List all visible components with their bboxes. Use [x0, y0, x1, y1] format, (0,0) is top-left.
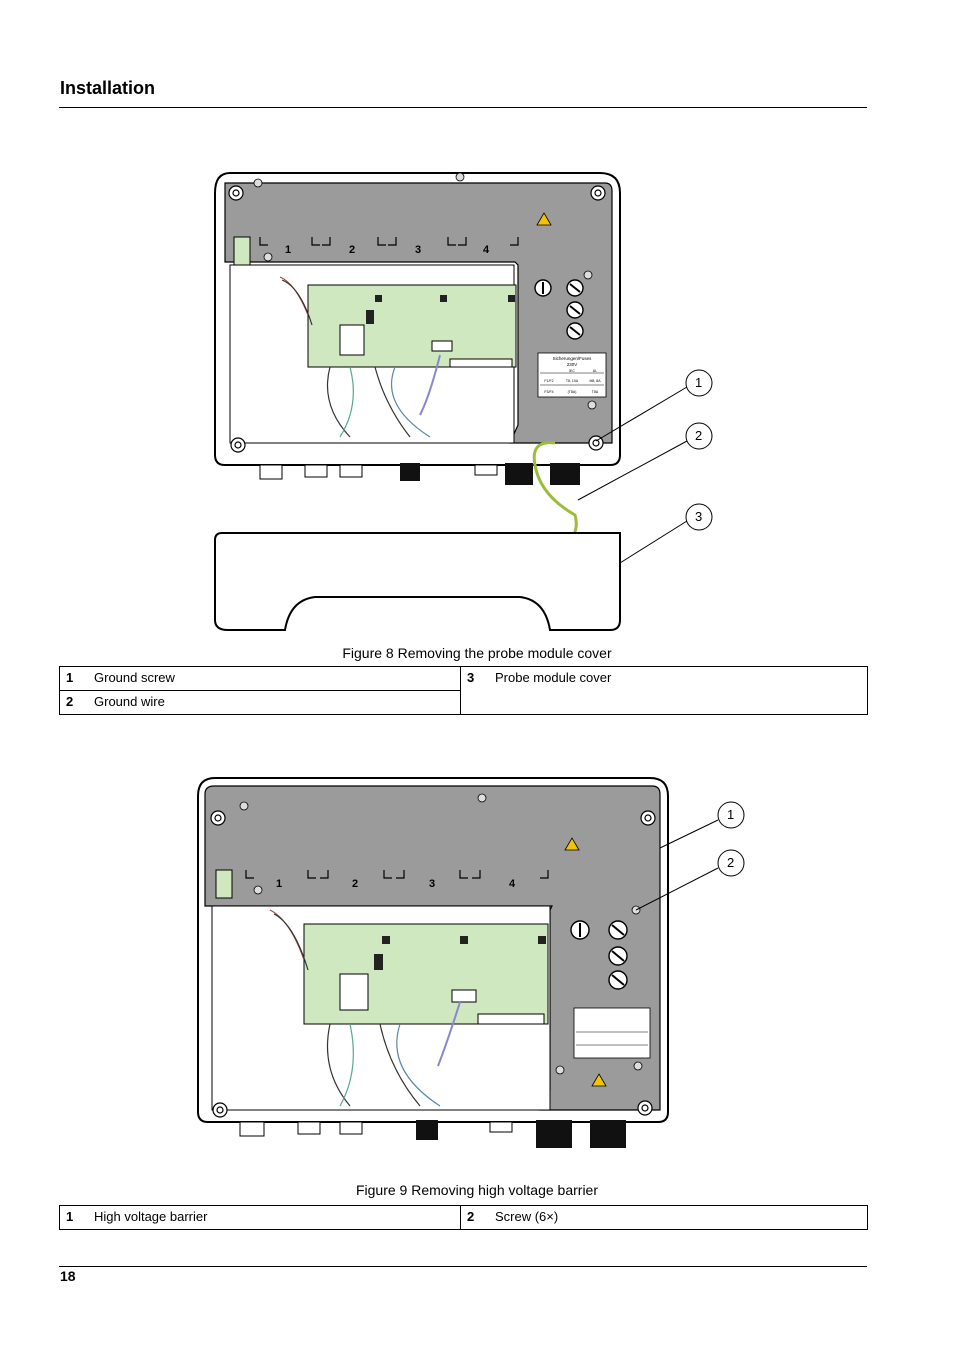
figure-8-channel-label-1: 1 [285, 244, 292, 256]
fuse-label-title: Sicherungen/Fuses [553, 356, 593, 361]
fuse-label-row1-ul: M8, 8A [589, 379, 601, 383]
header-rule [59, 107, 867, 108]
figure-8-illustration: Sicherungen/Fuses 230V IEC UL F1/F2 T8, … [214, 172, 713, 631]
legend-num: 2 [59, 690, 88, 715]
fuse-label-row1-iec: T8, 10A [566, 379, 579, 383]
legend-num: 3 [460, 666, 489, 715]
fuse-label-row2-name: F3/F4 [544, 390, 553, 394]
fuse-label-col-iec: IEC [569, 369, 575, 373]
legend-text: Ground wire [88, 690, 461, 715]
figure-8-callout-1: 1 [695, 375, 703, 390]
fuse-label-col-ul: UL [593, 369, 598, 373]
figure-8-callout-3: 3 [695, 509, 703, 524]
figure-8-channel-label-2: 2 [349, 244, 356, 256]
table-row: 1 High voltage barrier 2 Screw (6×) [59, 1205, 868, 1230]
figure-9-caption: Figure 9 Removing high voltage barrier [355, 1182, 598, 1198]
fuse-label-row2-iec: (T8A) [568, 390, 577, 394]
figure-9-channel-label-2: 2 [352, 878, 359, 890]
figure-8-channel-label-4: 4 [483, 244, 490, 256]
table-row: 2 Ground wire [59, 690, 868, 715]
legend-text: High voltage barrier [88, 1205, 461, 1230]
legend-text: Probe module cover [489, 666, 868, 715]
legend-num: 2 [460, 1205, 489, 1230]
fuse-label-subtitle: 230V [567, 362, 578, 367]
legend-text: Screw (6×) [489, 1205, 868, 1230]
figure-9-callout-1: 1 [727, 807, 735, 822]
figure-8-callout-2: 2 [695, 428, 703, 443]
fuse-label-row2-ul: T8A [592, 390, 599, 394]
figure-8-channel-label-3: 3 [415, 244, 422, 256]
figure-9-callout-2: 2 [727, 855, 735, 870]
legend-num: 1 [59, 1205, 88, 1230]
page-number: 18 [60, 1268, 76, 1284]
figure-8-caption: Figure 8 Removing the probe module cover [342, 645, 612, 661]
figure-9-channel-label-1: 1 [276, 878, 283, 890]
legend-text: Ground screw [88, 666, 461, 691]
figure-9-channel-label-4: 4 [509, 878, 516, 890]
figure-9-legend: 1 High voltage barrier 2 Screw (6×) [59, 1205, 868, 1230]
legend-num: 1 [59, 666, 88, 691]
section-title: Installation [60, 78, 156, 98]
footer-rule [59, 1266, 867, 1267]
fuse-label-row1-name: F1/F2 [544, 379, 553, 383]
table-row: 1 Ground screw 3 Probe module cover [59, 666, 868, 715]
figure-8-legend: 1 Ground screw 3 Probe module cover 2 Gr… [59, 666, 868, 715]
figure-9-channel-label-3: 3 [429, 878, 436, 890]
figure-9-illustration [197, 777, 745, 1148]
